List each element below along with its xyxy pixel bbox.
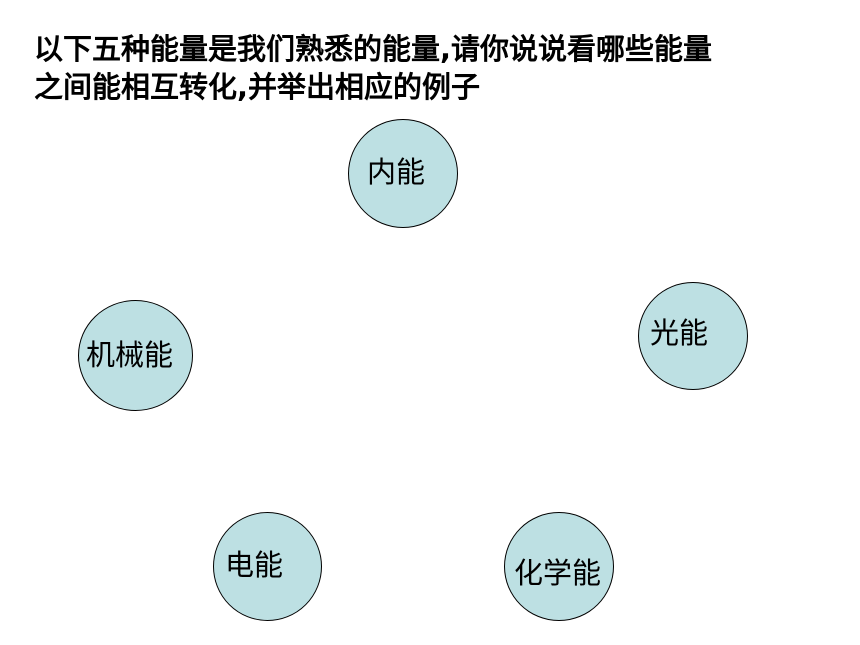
energy-circle-chemical: 化学能 — [504, 512, 614, 621]
energy-label-chemical: 化学能 — [514, 556, 602, 590]
energy-label-mechanical: 机械能 — [86, 338, 174, 372]
energy-circle-mechanical: 机械能 — [78, 300, 193, 411]
title-line-2: 之间能相互转化,并举出相应的例子 — [34, 70, 481, 104]
energy-label-internal: 内能 — [367, 155, 426, 189]
energy-label-electric: 电能 — [225, 548, 284, 582]
energy-label-light: 光能 — [650, 316, 709, 350]
energy-circle-electric: 电能 — [213, 512, 322, 621]
title-line-1: 以下五种能量是我们熟悉的能量,请你说说看哪些能量 — [34, 32, 713, 66]
energy-circle-internal: 内能 — [348, 119, 458, 228]
slide-title: 以下五种能量是我们熟悉的能量,请你说说看哪些能量 之间能相互转化,并举出相应的例… — [34, 30, 834, 106]
energy-circle-light: 光能 — [638, 282, 748, 390]
